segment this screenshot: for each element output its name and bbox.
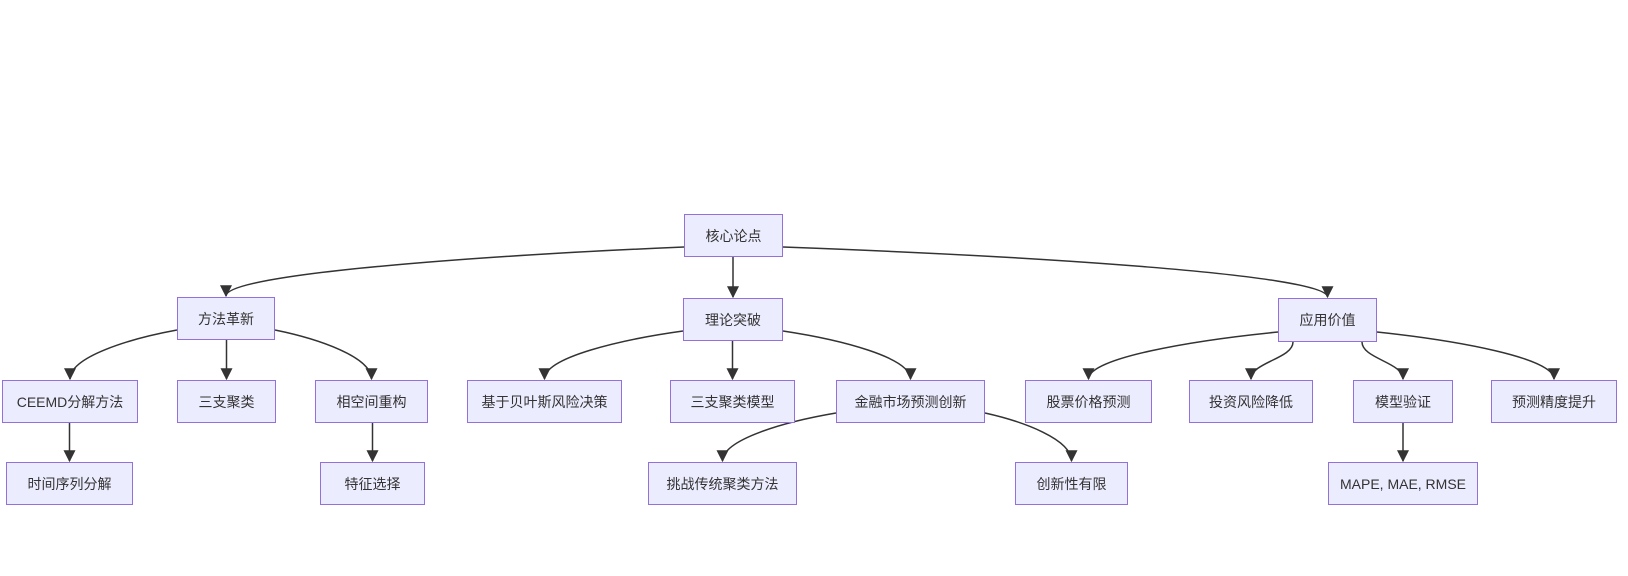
node-label: 股票价格预测 [1046, 393, 1131, 410]
node-label: 投资风险降低 [1209, 393, 1293, 410]
node-label: 核心论点 [705, 227, 762, 244]
edge-value-precision [1376, 331, 1560, 381]
node-label: 预测精度提升 [1512, 393, 1596, 410]
node-label: 理论突破 [705, 311, 761, 328]
node-validate: 模型验证 [1353, 380, 1453, 423]
edge-finance-challenge [716, 412, 837, 463]
node-label: CEEMD分解方法 [16, 393, 124, 410]
node-label: 挑战传统聚类方法 [666, 475, 779, 492]
node-finance: 金融市场预测创新 [836, 380, 985, 423]
node-value: 应用价值 [1278, 298, 1377, 342]
edge-value-stock [1082, 331, 1279, 381]
edge-method-ceemd [64, 329, 178, 381]
node-feature: 特征选择 [320, 462, 425, 505]
edge-core-method [220, 246, 685, 298]
edge-value-validate [1361, 341, 1409, 381]
node-label: MAPE, MAE, RMSE [1339, 475, 1467, 492]
node-core: 核心论点 [684, 214, 783, 257]
node-label: 模型验证 [1375, 393, 1431, 410]
node-label: 相空间重构 [336, 393, 407, 410]
node-limited: 创新性有限 [1015, 462, 1128, 505]
edge-core-value [782, 246, 1334, 299]
node-label: 基于贝叶斯风险决策 [481, 393, 608, 410]
node-label: 金融市场预测创新 [854, 393, 967, 410]
node-invest: 投资风险降低 [1189, 380, 1313, 423]
node-metrics: MAPE, MAE, RMSE [1328, 462, 1478, 505]
edge-finance-limited [984, 412, 1078, 463]
node-phase: 相空间重构 [315, 380, 428, 423]
edge-method-phase [274, 329, 378, 381]
node-label: 时间序列分解 [27, 475, 112, 492]
node-threemodel: 三支聚类模型 [670, 380, 795, 423]
node-stock: 股票价格预测 [1025, 380, 1152, 423]
node-challenge: 挑战传统聚类方法 [648, 462, 797, 505]
node-theory: 理论突破 [683, 298, 783, 341]
node-label: 方法革新 [198, 310, 254, 327]
node-label: 创新性有限 [1036, 475, 1107, 492]
edge-theory-finance [782, 330, 917, 381]
node-label: 三支聚类模型 [690, 393, 775, 410]
edge-value-invest [1245, 341, 1294, 381]
node-label: 应用价值 [1299, 312, 1356, 328]
node-tsdecomp: 时间序列分解 [6, 462, 133, 505]
node-label: 三支聚类 [198, 393, 255, 410]
edge-theory-bayes [538, 330, 684, 381]
node-bayes: 基于贝叶斯风险决策 [467, 380, 622, 423]
node-method: 方法革新 [177, 297, 275, 340]
node-ceemd: CEEMD分解方法 [2, 380, 138, 423]
node-label: 特征选择 [344, 475, 401, 492]
node-precision: 预测精度提升 [1491, 380, 1617, 423]
node-three: 三支聚类 [177, 380, 276, 423]
